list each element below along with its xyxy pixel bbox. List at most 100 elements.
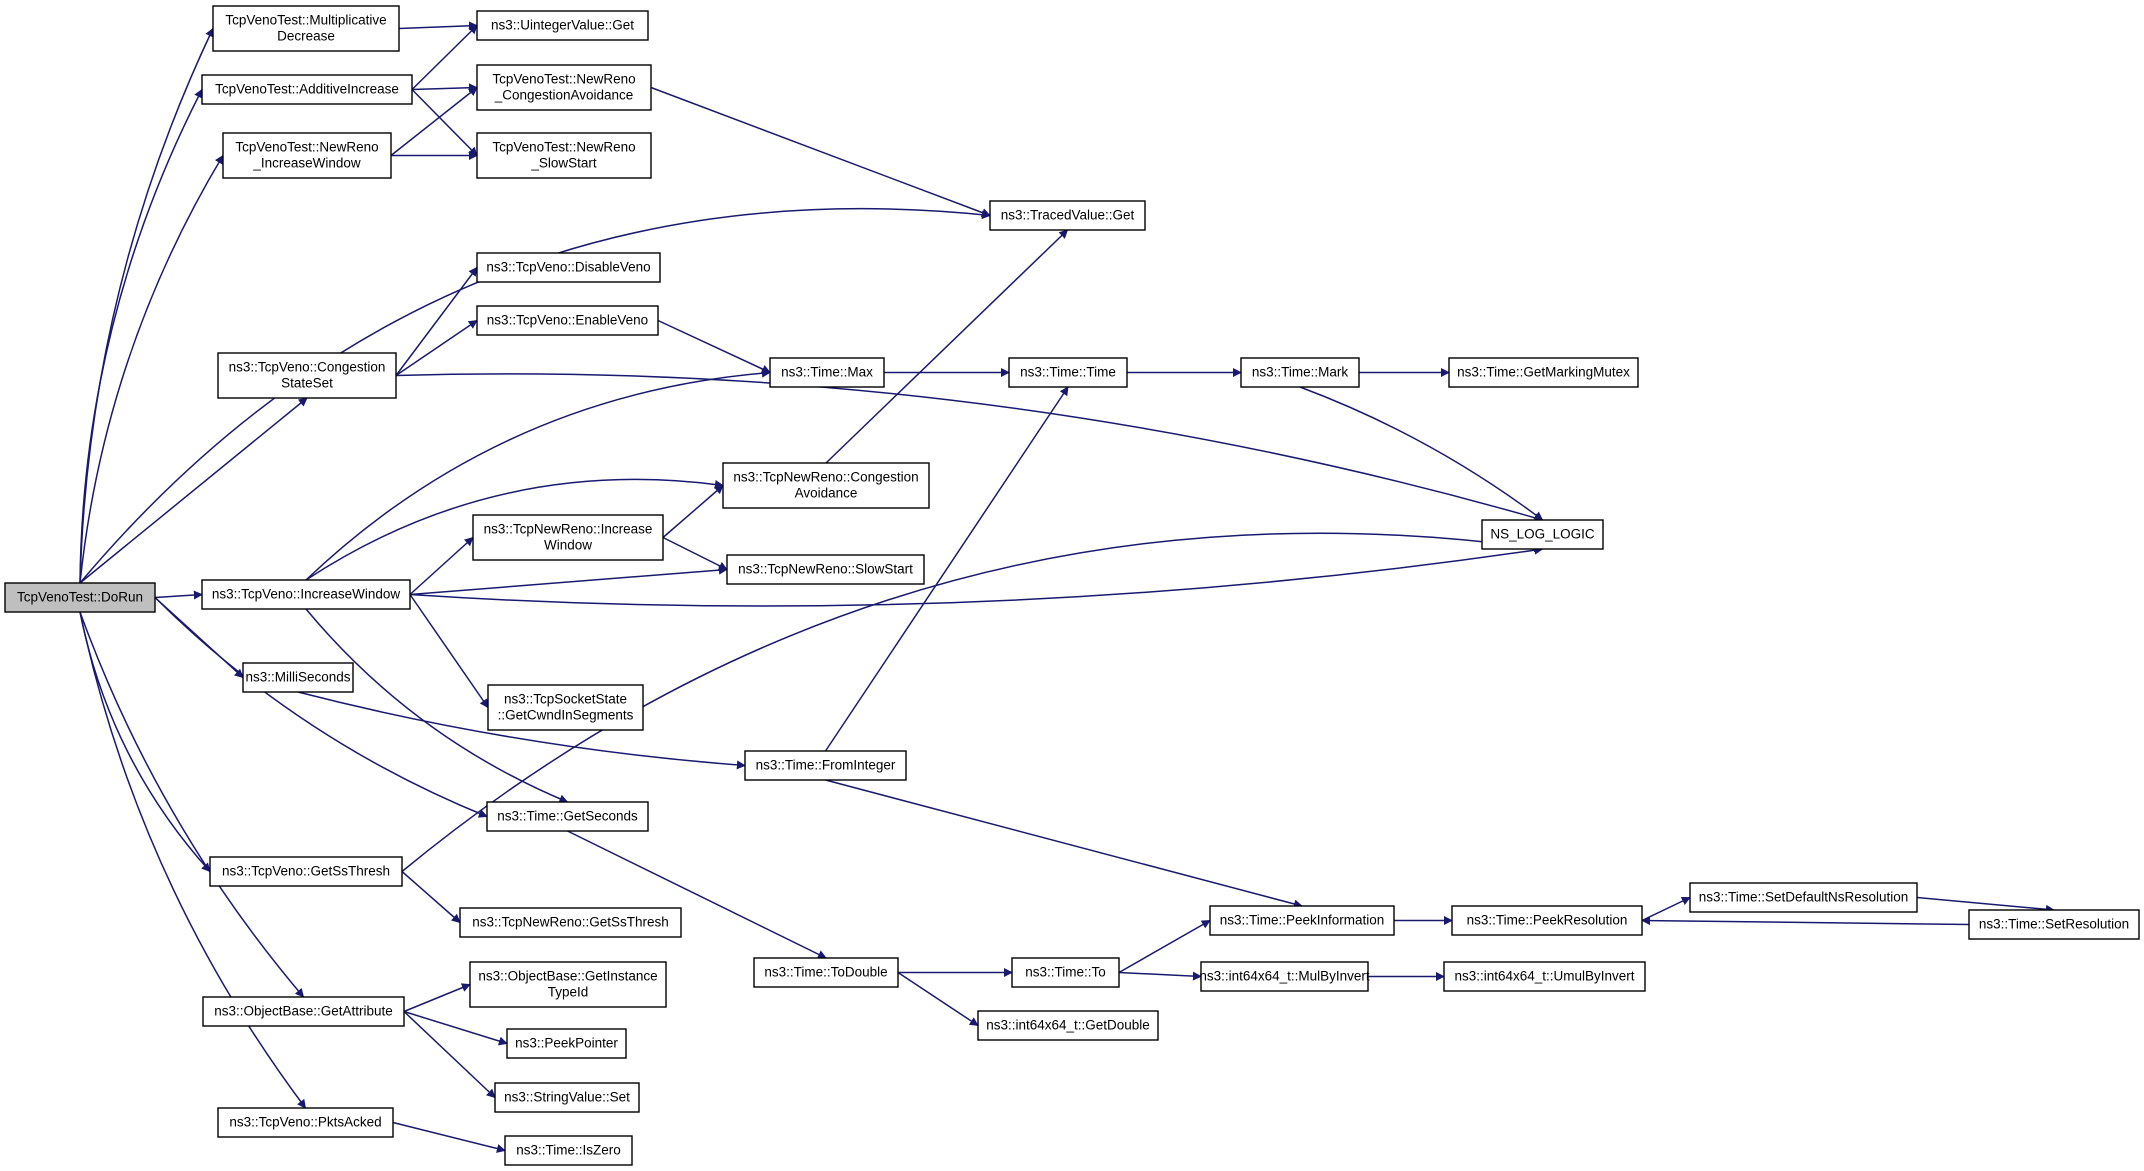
- node-peekptr[interactable]: ns3::PeekPointer: [506, 1028, 627, 1059]
- node-setres[interactable]: ns3::Time::SetResolution: [1968, 909, 2140, 940]
- node-iw[interactable]: ns3::TcpVeno::IncreaseWindow: [201, 579, 411, 610]
- node-box: [1448, 357, 1639, 388]
- edge-nriw-nrca: [390, 86, 478, 157]
- node-box: [212, 5, 400, 52]
- node-getsec[interactable]: ns3::Time::GetSeconds: [486, 801, 649, 832]
- node-strset[interactable]: ns3::StringValue::Set: [494, 1082, 640, 1113]
- node-cwnd[interactable]: ns3::TcpSocketState::GetCwndInSegments: [487, 684, 644, 731]
- node-box: [486, 801, 649, 832]
- edge-tnriw-tnrss: [662, 536, 728, 571]
- node-fromint[interactable]: ns3::Time::FromInteger: [744, 750, 907, 781]
- edge-getattr-strset: [403, 1010, 496, 1099]
- edge-iw-tmax: [305, 368, 771, 581]
- node-box: [753, 957, 899, 988]
- node-label: ::GetCwndInSegments: [498, 708, 634, 723]
- node-nrca[interactable]: TcpVenoTest::NewReno_CongestionAvoidance: [476, 64, 652, 111]
- node-label: _IncreaseWindow: [252, 156, 361, 171]
- edge-root-getsec: [154, 596, 488, 818]
- node-box: [726, 554, 925, 585]
- node-root[interactable]: TcpVenoTest::DoRun: [4, 582, 156, 613]
- edge-peekres-setdef: [1641, 896, 1691, 922]
- edge-ssth-nrssth: [401, 870, 461, 924]
- node-box: [4, 582, 156, 613]
- node-label: ns3::Time::To: [1025, 965, 1106, 980]
- edge-todbl-getdbl: [897, 971, 979, 1027]
- node-label: ns3::Time::SetDefaultNsResolution: [1699, 890, 1909, 905]
- node-label: ns3::Time::PeekResolution: [1467, 913, 1628, 928]
- edge-setres-peekres: [1641, 916, 1970, 926]
- node-tto[interactable]: ns3::Time::To: [1011, 957, 1120, 988]
- node-box: [476, 64, 652, 111]
- node-box: [459, 907, 682, 938]
- node-tnriw[interactable]: ns3::TcpNewReno::IncreaseWindow: [472, 514, 664, 561]
- edge-setdef-setres: [1916, 896, 2055, 914]
- node-mulinv[interactable]: ns3::int64x64_t::MulByInvert: [1199, 961, 1370, 992]
- node-box: [744, 750, 907, 781]
- node-nrss[interactable]: TcpVenoTest::NewReno_SlowStart: [476, 132, 652, 179]
- edge-tnrca-tvget: [825, 229, 1069, 464]
- node-tvget[interactable]: ns3::TracedValue::Get: [989, 200, 1146, 231]
- node-box: [1011, 957, 1120, 988]
- node-box: [1481, 519, 1604, 550]
- node-tnrca[interactable]: ns3::TcpNewReno::CongestionAvoidance: [722, 462, 930, 509]
- node-pkts[interactable]: ns3::TcpVeno::PktsAcked: [217, 1107, 394, 1138]
- node-label: ns3::TcpSocketState: [504, 692, 627, 707]
- node-peekres[interactable]: ns3::Time::PeekResolution: [1451, 905, 1643, 936]
- node-log[interactable]: NS_LOG_LOGIC: [1481, 519, 1604, 550]
- node-label: TcpVenoTest::NewReno: [492, 140, 635, 155]
- edge-iw-tnrss: [409, 565, 728, 596]
- node-box: [1689, 882, 1918, 913]
- nodes-layer: TcpVenoTest::DoRun TcpVenoTest::Multiplic…: [4, 5, 2140, 1166]
- node-box: [476, 132, 652, 179]
- node-ssth[interactable]: ns3::TcpVeno::GetSsThresh: [209, 856, 403, 887]
- node-uint[interactable]: ns3::UintegerValue::Get: [476, 10, 649, 41]
- node-tnrss[interactable]: ns3::TcpNewReno::SlowStart: [726, 554, 925, 585]
- node-label: ns3::TcpNewReno::SlowStart: [738, 562, 913, 577]
- node-umulinv[interactable]: ns3::int64x64_t::UmulByInvert: [1443, 961, 1646, 992]
- node-label: ns3::Time::IsZero: [516, 1143, 621, 1158]
- edge-pkts-iszero: [392, 1121, 506, 1153]
- node-peekinfo[interactable]: ns3::Time::PeekInformation: [1209, 905, 1395, 936]
- node-getdbl[interactable]: ns3::int64x64_t::GetDouble: [977, 1010, 1159, 1041]
- node-label: ns3::Time::SetResolution: [1979, 917, 2129, 932]
- node-box: [1008, 357, 1128, 388]
- node-tmark[interactable]: ns3::Time::Mark: [1240, 357, 1360, 388]
- node-tgmm[interactable]: ns3::Time::GetMarkingMutex: [1448, 357, 1639, 388]
- node-tmax[interactable]: ns3::Time::Max: [769, 357, 885, 388]
- node-getattr[interactable]: ns3::ObjectBase::GetAttribute: [202, 996, 405, 1027]
- edge-root-iw: [154, 590, 203, 600]
- edge-fromint-peekinfo: [825, 779, 1303, 909]
- node-ttime[interactable]: ns3::Time::Time: [1008, 357, 1128, 388]
- node-label: TcpVenoTest::NewReno: [235, 140, 378, 155]
- node-box: [217, 352, 397, 399]
- node-label: ns3::MilliSeconds: [245, 670, 350, 685]
- node-enav[interactable]: ns3::TcpVeno::EnableVeno: [476, 305, 659, 336]
- node-label: ns3::TcpVeno::EnableVeno: [487, 313, 648, 328]
- node-milli[interactable]: ns3::MilliSeconds: [242, 662, 354, 693]
- edge-cstate-log: [395, 373, 1544, 523]
- node-label: ns3::Time::Time: [1020, 365, 1116, 380]
- node-label: ns3::int64x64_t::GetDouble: [986, 1018, 1150, 1033]
- edge-getattr-peekptr: [403, 1010, 508, 1046]
- node-nrssth[interactable]: ns3::TcpNewReno::GetSsThresh: [459, 907, 682, 938]
- node-box: [494, 1082, 640, 1113]
- node-box: [201, 74, 413, 105]
- node-setdef[interactable]: ns3::Time::SetDefaultNsResolution: [1689, 882, 1918, 913]
- edge-tto-mulinv: [1118, 971, 1202, 981]
- node-ai[interactable]: TcpVenoTest::AdditiveIncrease: [201, 74, 413, 105]
- node-box: [476, 252, 661, 283]
- edge-iw-tnrca: [305, 478, 724, 581]
- node-iszero[interactable]: ns3::Time::IsZero: [504, 1135, 633, 1166]
- edge-root-cstate: [79, 397, 308, 584]
- edge-fromint-ttime: [824, 386, 1069, 752]
- node-disv[interactable]: ns3::TcpVeno::DisableVeno: [476, 252, 661, 283]
- node-label: TcpVenoTest::AdditiveIncrease: [215, 82, 399, 97]
- node-todbl[interactable]: ns3::Time::ToDouble: [753, 957, 899, 988]
- edge-iw-cwnd: [409, 594, 489, 709]
- node-label: _CongestionAvoidance: [494, 88, 634, 103]
- node-nriw[interactable]: TcpVenoTest::NewReno_IncreaseWindow: [222, 132, 392, 179]
